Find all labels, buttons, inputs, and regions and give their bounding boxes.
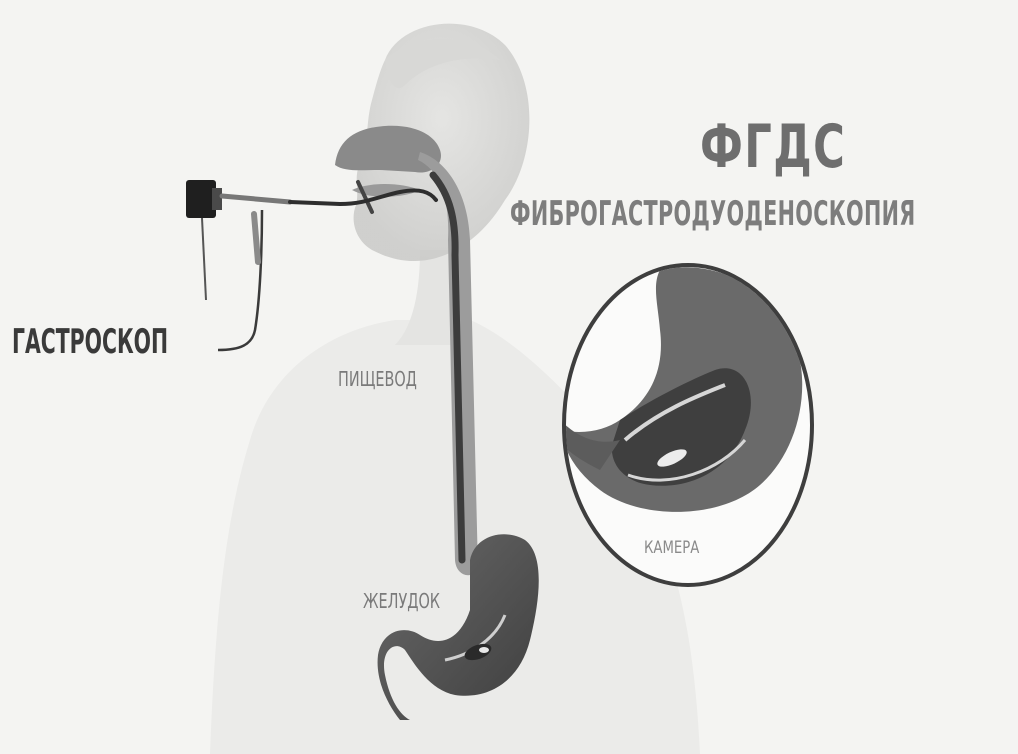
- magnifier-circle-icon: [560, 265, 812, 585]
- esophagus-label: ПИЩЕВОД: [338, 367, 417, 391]
- camera-label: КАМЕРА: [644, 538, 699, 558]
- gastroscope-label: ГАСТРОСКОП: [12, 322, 168, 362]
- gastroscope-handle-icon: [186, 180, 216, 218]
- diagram-title: ФГДС: [700, 112, 846, 182]
- diagram-subtitle: ФИБРОГАСТРОДУОДЕНОСКОПИЯ: [510, 194, 916, 234]
- stomach-label: ЖЕЛУДОК: [363, 589, 440, 613]
